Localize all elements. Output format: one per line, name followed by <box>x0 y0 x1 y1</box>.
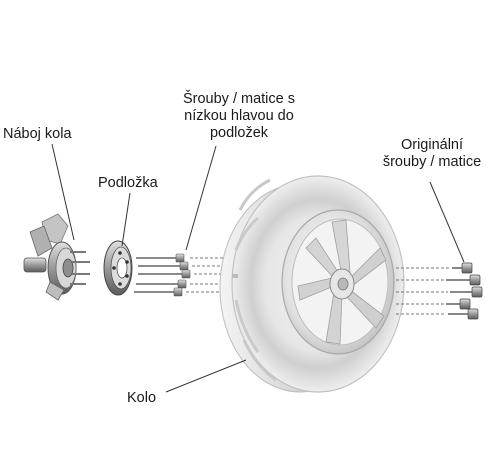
bolt-icon <box>446 298 471 310</box>
label-short-bolts-line-3: podložek <box>209 125 269 141</box>
leader-spacer <box>121 192 131 247</box>
bolt-icon <box>138 261 189 271</box>
label-original-bolts-line-2: šrouby / matice <box>382 154 482 170</box>
bolt-icon <box>136 279 187 289</box>
rim-icon <box>281 209 395 355</box>
leader-hub <box>51 143 75 241</box>
bolt-icon <box>136 253 185 263</box>
label-spacer: Podložka <box>98 175 158 191</box>
spacer-disc-icon <box>103 240 133 296</box>
leader-original-bolts <box>429 181 465 263</box>
label-original-bolts-line-1: Originální <box>400 137 464 153</box>
label-original-bolts: Originální šrouby / matice <box>370 137 494 171</box>
label-short-bolts-line-1: Šrouby / matice s <box>182 91 295 107</box>
leader-short-bolts <box>185 145 217 251</box>
bolt-icon <box>448 308 479 320</box>
label-short-bolts-line-2: nízkou hlavou do <box>184 108 294 124</box>
bolt-icon <box>450 286 483 298</box>
label-hub: Náboj kola <box>3 126 72 142</box>
leader-wheel <box>165 359 247 393</box>
bolt-icon <box>452 262 473 274</box>
label-short-bolts: Šrouby / matice s nízkou hlavou do podlo… <box>165 91 313 142</box>
leader-lines <box>51 143 465 393</box>
bolt-icon <box>134 287 183 297</box>
label-wheel: Kolo <box>127 390 157 406</box>
original-bolts <box>396 262 483 320</box>
bolt-icon <box>138 269 191 279</box>
wheel-hub-icon <box>23 213 90 301</box>
short-bolts <box>134 253 226 297</box>
bolt-icon <box>446 274 481 286</box>
